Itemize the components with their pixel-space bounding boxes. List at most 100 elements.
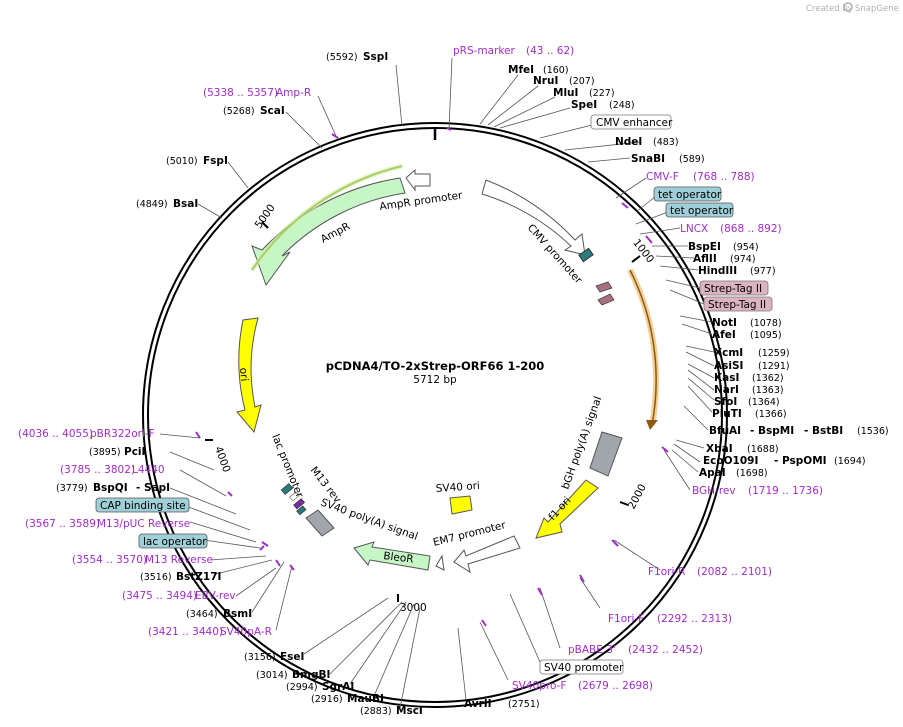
strep-tag-1-box[interactable] — [699, 280, 769, 296]
bgh-rev-primer[interactable]: BGH-rev — [692, 485, 736, 497]
bsai-site[interactable]: BsaI — [173, 198, 198, 210]
plasmid-size: 5712 bp — [413, 374, 457, 386]
sgrai-site[interactable]: SgrAI — [322, 681, 354, 693]
pspomi-site[interactable]: - PspOMI — [774, 455, 827, 467]
tet-operator-1-label: tet operator — [658, 189, 722, 201]
nari-pos: (1363) — [752, 385, 784, 396]
hindiii-pos: (977) — [750, 266, 776, 277]
mlui-site[interactable]: MluI — [553, 87, 578, 99]
ampr-promoter-arrow — [405, 168, 431, 192]
fsei-site[interactable]: FseI — [280, 651, 304, 663]
asisi-site[interactable]: AsiSI — [714, 360, 743, 372]
amp-r-primer[interactable]: Amp-R — [276, 87, 311, 99]
bsmi-site[interactable]: BsmI — [223, 608, 252, 620]
scai-site[interactable]: ScaI — [260, 105, 285, 117]
cmv-f-range: (768 .. 788) — [693, 171, 755, 183]
tet-operator-1-box[interactable] — [653, 186, 722, 202]
tick-2000-mark — [619, 501, 629, 506]
pluti-site[interactable]: PluTI — [712, 408, 742, 420]
bspqi-site[interactable]: BspQI — [93, 482, 128, 494]
f1ori-f-range: (2292 .. 2313) — [657, 613, 732, 625]
xcmi-site[interactable]: XcmI — [714, 347, 743, 359]
lncx-primer[interactable]: LNCX — [680, 223, 708, 235]
bstz17i-site[interactable]: BstZ17I — [176, 571, 221, 583]
avrii-site[interactable]: AvrII — [464, 698, 492, 710]
bspmi-site[interactable]: - BspMI — [750, 425, 794, 437]
xbai-pos: (1688) — [747, 444, 779, 455]
maubi-site[interactable]: MauBI — [347, 693, 384, 705]
cmv-enhancer-box[interactable] — [590, 114, 672, 130]
backbone-outer-ring — [142, 122, 728, 708]
cap-binding-site-box[interactable] — [95, 497, 190, 513]
ebv-rev-range: (3475 .. 3494) — [122, 590, 197, 602]
asisi-pos: (1291) — [758, 361, 790, 372]
sapi-site[interactable]: - SapI — [136, 482, 170, 494]
ebv-rev-primer[interactable]: EBV-rev — [195, 590, 236, 602]
tick-2000: 2000 — [626, 482, 649, 511]
m13-puc-reverse-primer[interactable]: M13/pUC Reverse — [97, 518, 190, 530]
fspi-site[interactable]: FspI — [203, 155, 228, 167]
bgh-rev-range: (1719 .. 1736) — [748, 485, 823, 497]
apai-site[interactable]: ApaI — [699, 467, 726, 479]
f1-ori-arrow — [535, 479, 599, 539]
aflii-site[interactable]: AflII — [693, 253, 717, 265]
bstbi-site[interactable]: - BstBI — [804, 425, 843, 437]
pcii-pos: (3895) — [89, 447, 121, 458]
xbai-site[interactable]: XbaI — [706, 443, 733, 455]
tick-5000-mark — [261, 221, 269, 229]
nari-site[interactable]: NarI — [714, 384, 739, 396]
bmgbi-site[interactable]: BmgBI — [292, 669, 330, 681]
f1ori-r-primer[interactable]: F1ori-R — [648, 566, 685, 578]
bstz17i-pos: (3516) — [140, 572, 172, 583]
cmv-f-primer[interactable]: CMV-F — [646, 171, 679, 183]
apai-pos: (1698) — [736, 468, 768, 479]
strep-tag-1-label: Strep-Tag II — [704, 283, 762, 295]
m13-reverse-range: (3554 .. 3570) — [72, 554, 147, 566]
bspei-site[interactable]: BspEI — [688, 241, 721, 253]
lac-operator-box[interactable] — [138, 533, 208, 549]
sfoi-site[interactable]: SfoI — [714, 396, 737, 408]
bfuai-pos: (1536) — [857, 426, 889, 437]
msci-site[interactable]: MscI — [396, 705, 423, 717]
aflii-pos: (974) — [730, 254, 756, 265]
cap-binding-site-label: CAP binding site — [100, 500, 186, 512]
strep-tag-2-label: Strep-Tag II — [708, 299, 766, 311]
mlui-pos: (227) — [589, 88, 615, 99]
sv40-ori-label: SV40 ori — [435, 480, 480, 495]
prs-marker-primer[interactable]: pRS-marker — [453, 45, 516, 57]
kasi-site[interactable]: KasI — [714, 372, 739, 384]
lac-operator-mark — [280, 483, 294, 495]
mfei-site[interactable]: MfeI — [508, 64, 534, 76]
m13-reverse-primer[interactable]: M13 Reverse — [145, 554, 213, 566]
tet-operator-2-box[interactable] — [665, 202, 734, 218]
sv40pro-f-primer[interactable]: SV40pro-F — [512, 680, 566, 692]
pbr322ori-f-primer[interactable]: pBR322ori-F — [90, 428, 155, 440]
spei-site[interactable]: SpeI — [571, 99, 597, 111]
noti-site[interactable]: NotI — [712, 317, 737, 329]
strep-tag-2-box[interactable] — [703, 296, 773, 312]
snabi-site[interactable]: SnaBI — [631, 153, 665, 165]
sv40-promoter-box[interactable] — [539, 659, 624, 675]
ecoo109i-site[interactable]: EcoO109I — [703, 455, 758, 467]
m13-rev-mark — [293, 498, 305, 510]
ori-label: ori — [237, 367, 250, 382]
f1ori-f-primer[interactable]: F1ori-F — [608, 613, 644, 625]
bfuai-site[interactable]: BfuAI — [709, 425, 741, 437]
afei-site[interactable]: AfeI — [712, 329, 736, 341]
maubi-pos: (2916) — [311, 694, 343, 705]
em7-small-arrow — [435, 554, 445, 571]
bleor-arrow — [353, 541, 431, 571]
fspi-pos: (5010) — [166, 156, 198, 167]
sspi-site[interactable]: SspI — [363, 51, 388, 63]
tick-5000: 5000 — [253, 202, 278, 231]
sv40pa-r-primer[interactable]: SV40pA-R — [220, 626, 272, 638]
hindiii-site[interactable]: HindIII — [698, 265, 737, 277]
ndei-site[interactable]: NdeI — [615, 136, 642, 148]
sspi-pos: (5592) — [326, 52, 358, 63]
pcii-site[interactable]: PciI — [124, 446, 145, 458]
l4440-primer[interactable]: L4440 — [132, 464, 165, 476]
nrui-site[interactable]: NruI — [533, 75, 558, 87]
m13-puc-reverse-range: (3567 .. 3589) — [25, 518, 100, 530]
tick-4000: 4000 — [212, 445, 232, 474]
pbabe-primer[interactable]: pBABE 3' — [568, 644, 616, 656]
